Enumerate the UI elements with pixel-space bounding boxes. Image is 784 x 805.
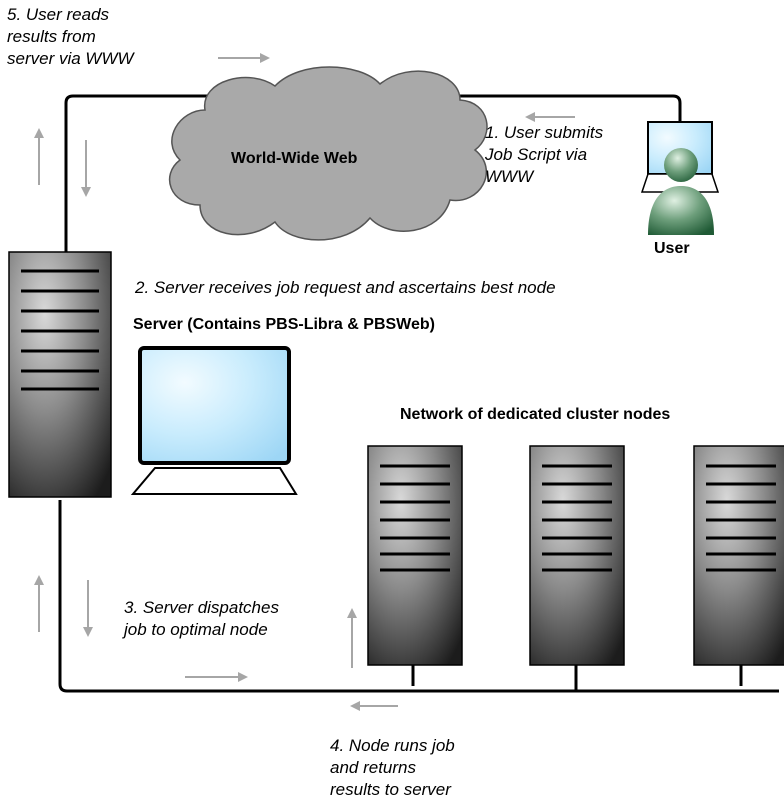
- step3-text: 3. Server dispatches job to optimal node: [124, 598, 279, 639]
- server-tower-icon: [8, 251, 112, 498]
- cluster-node-icon: [693, 445, 784, 666]
- monitor-icon: [130, 346, 298, 495]
- flow-arrows: [34, 53, 575, 711]
- user-workstation-icon: [640, 121, 720, 235]
- step4-text: 4. Node runs job and returns results to …: [330, 736, 455, 799]
- step2-text: 2. Server receives job request and ascer…: [135, 278, 556, 297]
- step1-text: 1. User submits Job Script via WWW: [485, 123, 604, 186]
- cluster-node-icon: [529, 445, 625, 666]
- cluster-bus-line: [58, 500, 779, 693]
- cloud-label: World-Wide Web: [231, 150, 358, 167]
- cluster-node-icon: [367, 445, 463, 666]
- server-label: Server (Contains PBS-Libra & PBSWeb): [133, 316, 435, 333]
- cluster-label: Network of dedicated cluster nodes: [400, 406, 671, 423]
- user-label: User: [654, 240, 690, 257]
- step5-text: 5. User reads results from server via WW…: [7, 5, 134, 68]
- cloud-icon: [169, 66, 488, 241]
